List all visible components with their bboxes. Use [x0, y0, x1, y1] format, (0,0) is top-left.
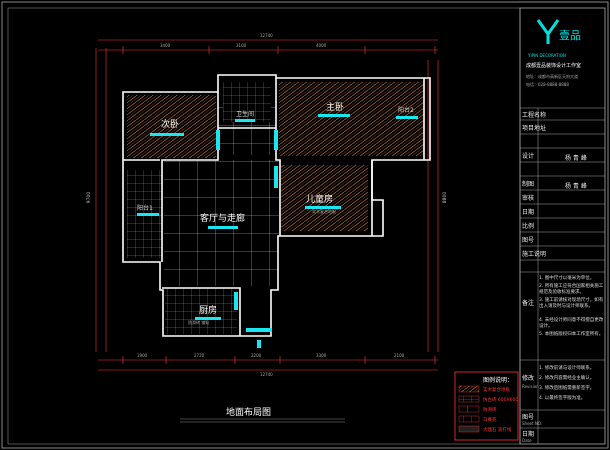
brand-en: YIPIN DECORATION [528, 53, 566, 58]
walls [122, 74, 431, 337]
tb-row-label: 比例 [522, 223, 535, 230]
dim-bottom-4: 3300 [316, 353, 327, 358]
room-label-bathroom: 卫生间 [236, 111, 255, 118]
note-line: 4. 未经设计师同意不得擅自更改设计。 [539, 318, 604, 329]
door-kids [274, 166, 278, 188]
dim-top-right: 4000 [316, 43, 327, 48]
room-label-kitchen: 厨房 [199, 306, 218, 316]
title-block-rules [520, 107, 605, 444]
dimension-lines [95, 39, 439, 371]
floor-fills [127, 82, 424, 334]
tb-row-label: 工程名称 [522, 112, 547, 119]
label-underline [195, 317, 221, 320]
kitchen-floor [165, 288, 237, 334]
bathroom-floor [223, 82, 271, 122]
dim-top-mid: 3100 [236, 43, 247, 48]
label-underline [235, 119, 255, 122]
living-floor [164, 160, 279, 286]
date-sub: Date [522, 438, 532, 443]
drawing-title: 地面布局图 [226, 408, 272, 418]
label-underline [305, 206, 341, 209]
revision-line: 1. 修改前请与设计师联系。 [539, 366, 595, 371]
date-label: 日期 [522, 431, 535, 438]
door-second [216, 130, 220, 150]
tb-row-label: 图号 [522, 237, 535, 244]
dim-bottom-1: 1900 [137, 353, 148, 358]
revision-line: 3. 修改后图纸需重新签字。 [539, 386, 595, 391]
door-master [274, 130, 278, 150]
legend-title: 图例说明： [483, 377, 514, 384]
legend-item: 仿古砖 600X600 [483, 398, 519, 403]
dim-top-left: 3400 [160, 43, 171, 48]
note-line: 5. 本图纸版权归本工作室所有。 [539, 332, 604, 337]
dim-left-total: 9700 [87, 191, 93, 204]
dim-bottom-5: 2100 [394, 353, 405, 358]
dim-bottom-2: 2720 [194, 353, 205, 358]
sheet-label: 图号 [522, 414, 535, 421]
label-underline [208, 226, 238, 229]
tb-row-label: 日期 [522, 209, 535, 216]
room-label-kids: 儿童房 [306, 195, 334, 205]
tb-row-label: 审核 [522, 195, 535, 202]
dim-top-total: 12740 [260, 33, 273, 38]
room-label-living: 客厅与走廊 [200, 214, 246, 224]
studio-address: 地址：成都市高新区天府大道 [526, 74, 578, 79]
room-label-master: 主卧 [326, 103, 345, 113]
legend-item: 实木复合地板 [483, 388, 510, 393]
kids-floor-note: 实木复合地板 [312, 209, 336, 214]
revision-line: 4. 以最终签字版为准。 [539, 396, 586, 401]
label-underline [396, 116, 418, 119]
legend-item: 大理石 波打线 [483, 428, 512, 433]
note-line: 1. 图中尺寸以毫米为单位。 [539, 276, 595, 281]
tb-row-value: 杨 青 峰 [565, 183, 587, 190]
room-label-balcony2: 阳台2 [398, 107, 414, 114]
sheet-sub: Sheet NO. [522, 421, 543, 426]
room-label-balcony1: 阳台1 [137, 205, 153, 212]
dim-right-total: 8800 [443, 191, 449, 204]
legend-item: 防滑砖 [483, 408, 497, 413]
entry-arrow [257, 340, 261, 348]
door-kitchen [234, 292, 238, 310]
kids-room-floor [281, 165, 368, 231]
note-line: 3. 施工前请核对现场尺寸，如有出入请及时与设计师联系。 [539, 298, 604, 309]
logo-icon [536, 19, 560, 44]
legend-box [454, 371, 519, 441]
tb-row-label: 设计 [522, 153, 535, 160]
kitchen-floor-note: 防滑砖 铺贴 [188, 320, 210, 325]
studio-tel: 电话：028-8888-8888 [526, 82, 569, 87]
tb-row-label: 制图 [522, 181, 535, 188]
title-block-frame [519, 7, 606, 445]
studio-name: 成都壹品装饰设计工作室 [526, 63, 582, 69]
dim-bottom-3: 2200 [251, 353, 262, 358]
label-underline [137, 213, 159, 216]
revision-sub: Revision [522, 384, 539, 389]
doors-windows [216, 130, 278, 348]
revision-label: 修改 [522, 375, 535, 382]
master-bedroom-floor [279, 82, 424, 156]
label-underline [318, 114, 350, 117]
revision-line: 2. 修改内容需经业主确认。 [539, 376, 595, 381]
door-entry [246, 328, 272, 332]
tb-row-label: 施工说明 [522, 251, 547, 258]
tb-row-value: 杨 青 峰 [565, 155, 587, 162]
label-underline [150, 133, 184, 136]
brand-name: 壹品 [559, 29, 581, 42]
legend-item: 马赛克 [483, 418, 497, 423]
room-label-second-bedroom: 次卧 [161, 120, 180, 130]
tb-row-label: 项目地址 [522, 125, 547, 132]
dim-bottom-total: 12740 [260, 372, 273, 377]
note-line: 2. 所有施工应符合国家相关施工规范及验收标准要求。 [539, 284, 604, 295]
second-bedroom-floor [127, 95, 216, 158]
notes-label: 备注 [522, 300, 535, 307]
